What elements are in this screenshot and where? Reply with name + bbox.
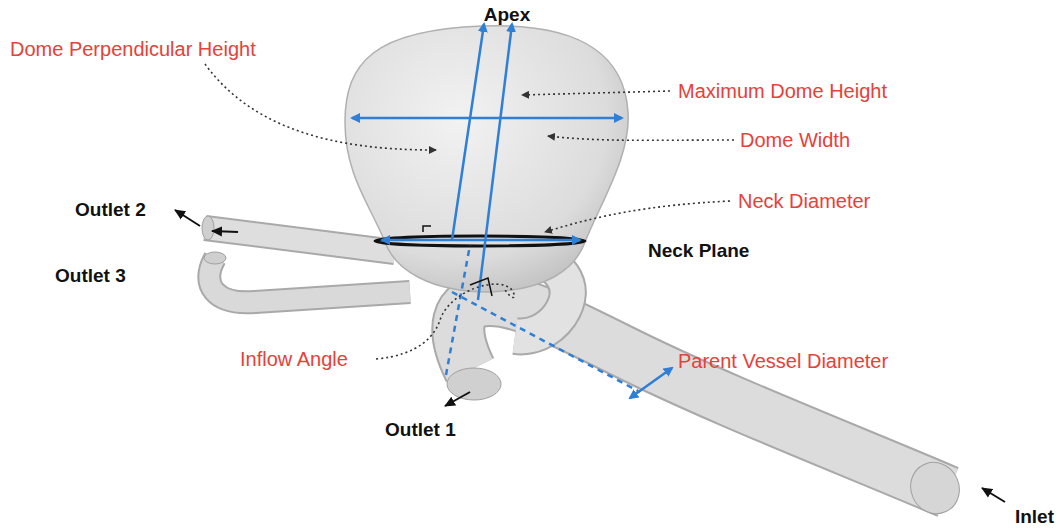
leader-lines (205, 64, 734, 359)
measure-label: Neck Diameter (738, 190, 870, 212)
inlet-label: Inlet (1015, 507, 1054, 528)
flow-arrows (175, 210, 1005, 502)
measure-label: Maximum Dome Height (678, 80, 887, 102)
measure-label: Parent Vessel Diameter (678, 350, 888, 372)
vessel-tubes (205, 228, 948, 492)
outlet-label: Outlet 2 (75, 200, 146, 221)
outlet-cap (202, 216, 214, 240)
measure-label: Dome Width (740, 129, 850, 151)
measure-lines (352, 24, 672, 398)
plane-label: Neck Plane (648, 241, 749, 262)
aneurysm-dome (345, 26, 628, 292)
outlet-cap (204, 252, 226, 264)
apex-label: Apex (484, 5, 530, 26)
measure-label: Inflow Angle (240, 348, 348, 370)
outlet-label: Outlet 1 (385, 420, 456, 441)
measure-label: Dome Perpendicular Height (10, 38, 256, 60)
inlet-cap (902, 454, 967, 521)
outlet-label: Outlet 3 (55, 266, 126, 287)
outlet-cap (447, 368, 501, 400)
neck-plane (375, 236, 585, 246)
